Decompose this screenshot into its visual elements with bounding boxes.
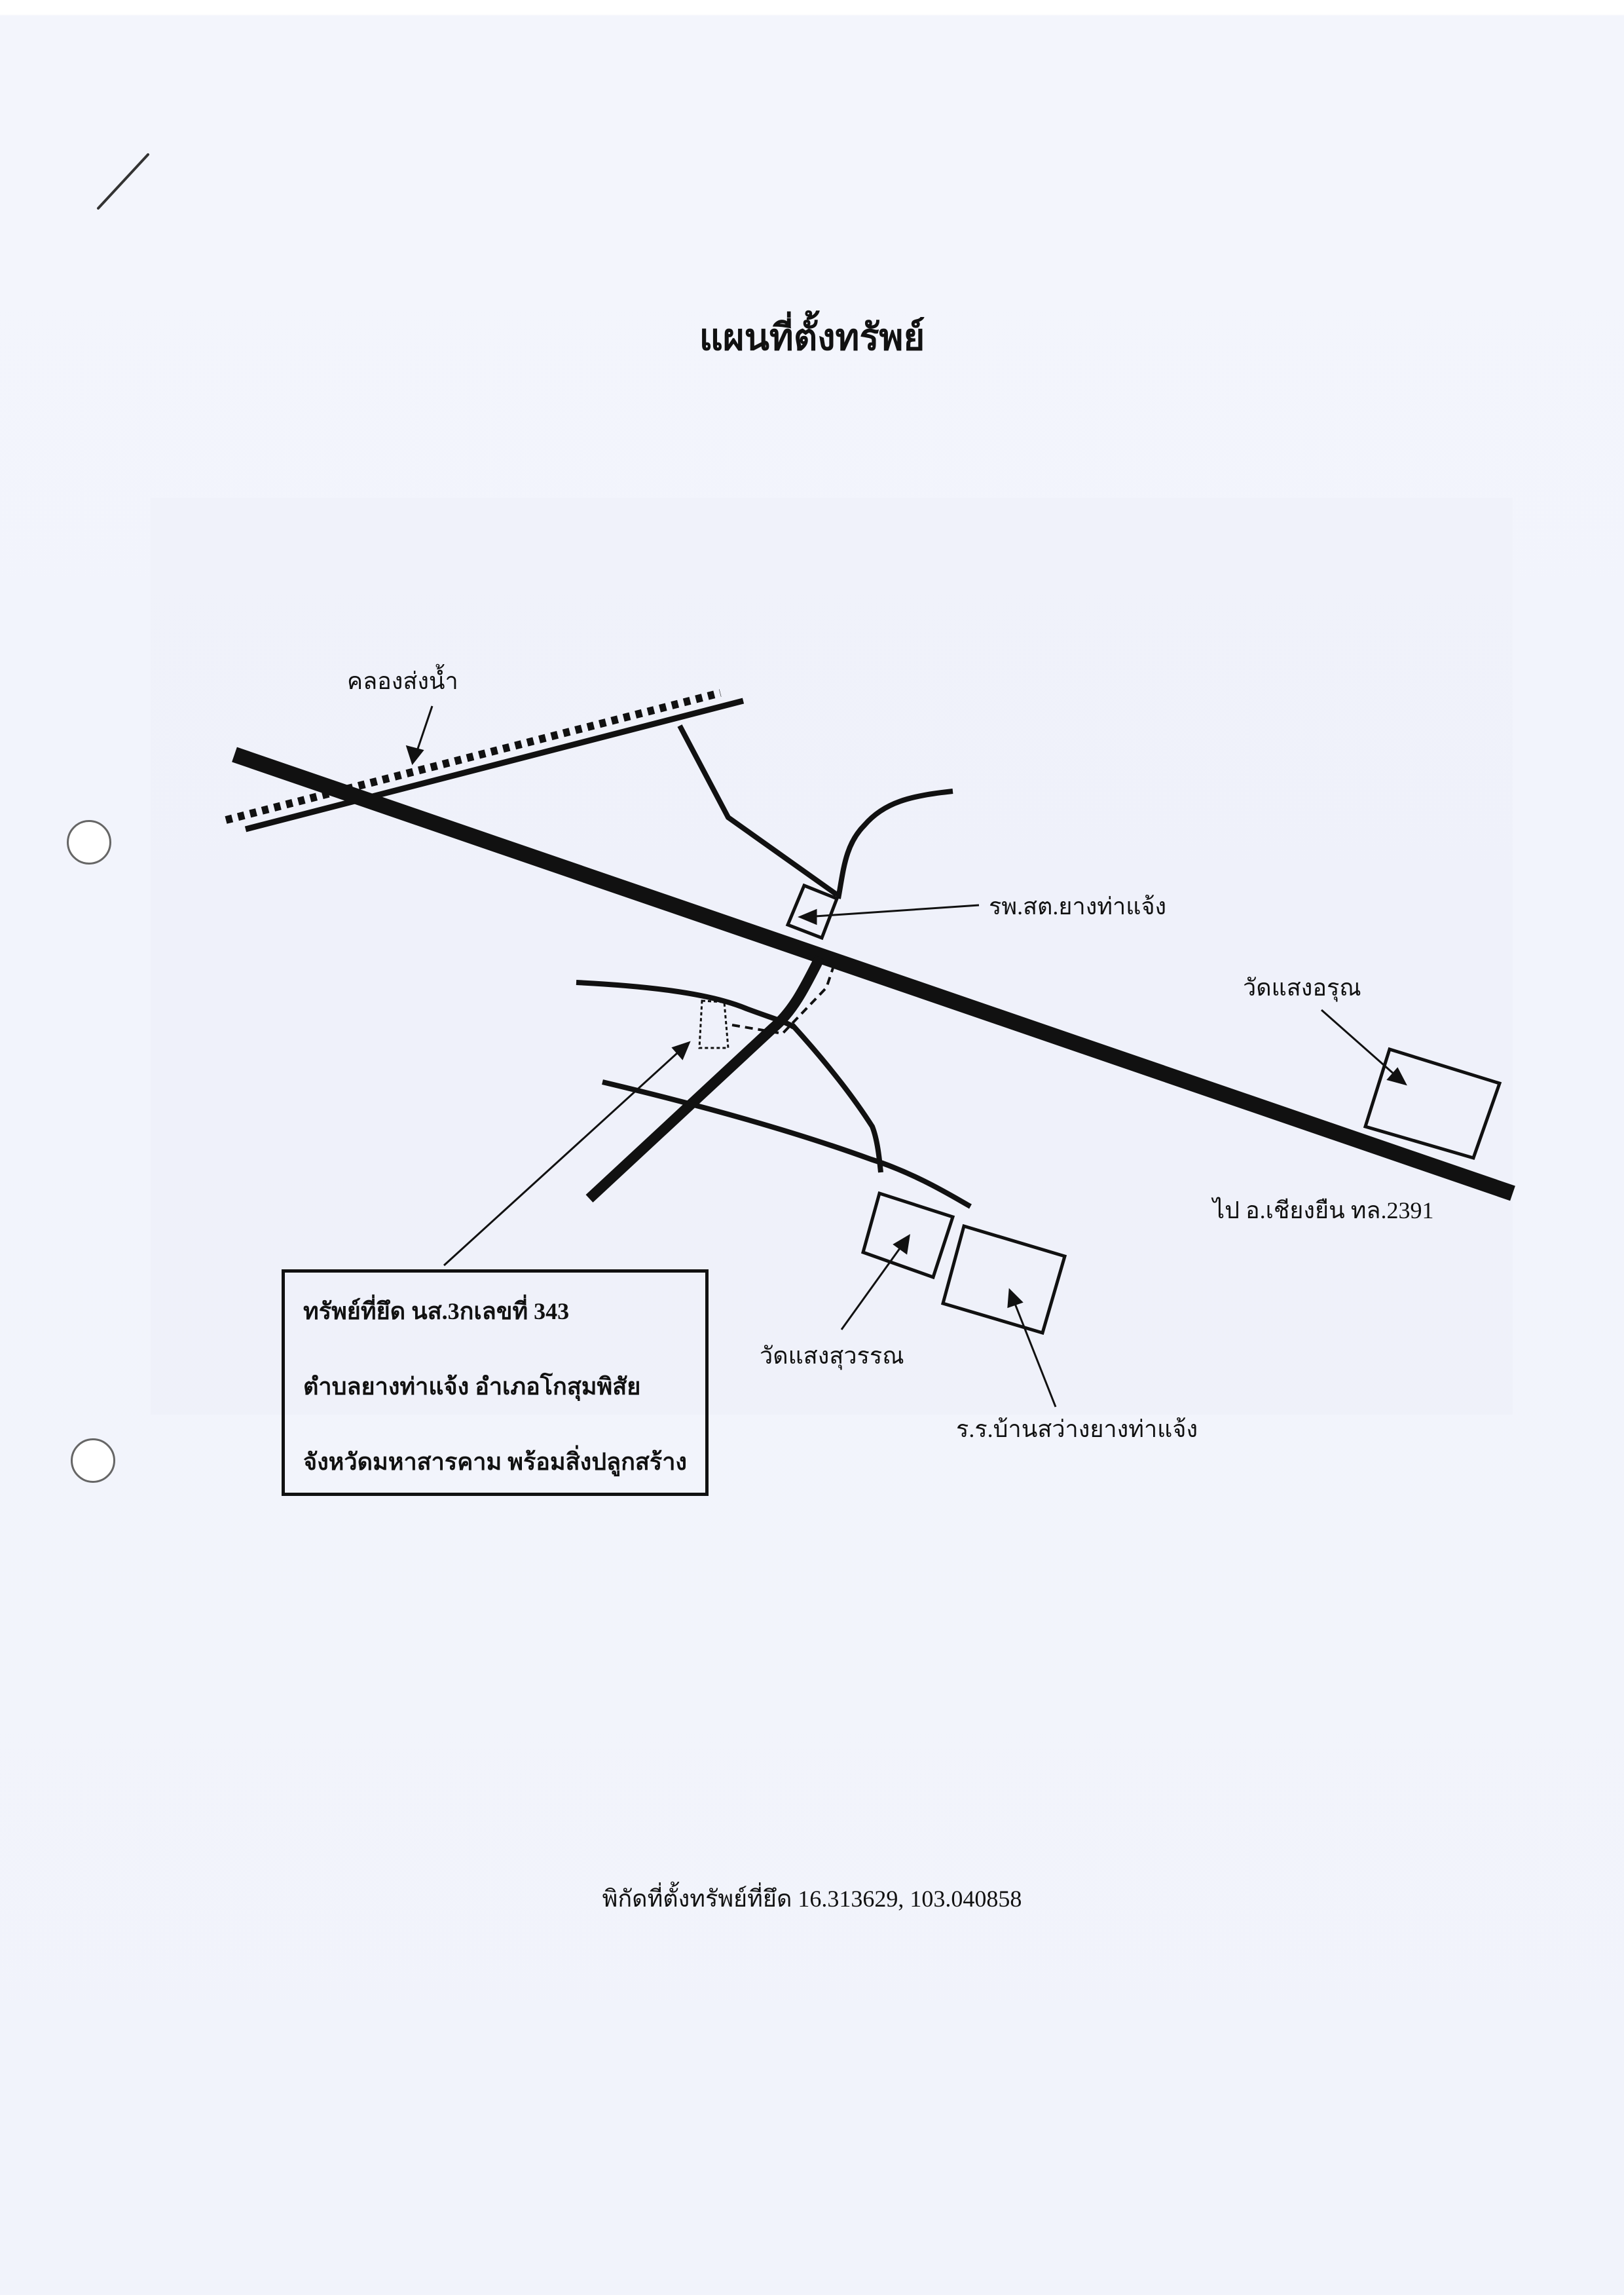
property-plot bbox=[698, 999, 729, 1049]
wat-saeng-suwan-box bbox=[860, 1191, 955, 1280]
arrow-wat-saeng-arun bbox=[1321, 1009, 1407, 1086]
punch-hole-bottom bbox=[71, 1438, 115, 1483]
label-wat-saeng-arun: วัดแสงอรุณ bbox=[1243, 975, 1361, 1001]
road-north-curve bbox=[836, 789, 953, 899]
pen-mark bbox=[97, 153, 149, 210]
road-north-branch bbox=[677, 724, 839, 897]
canal-line bbox=[225, 689, 722, 824]
property-info-line-1: ทรัพย์ที่ยึด นส.3กเลขที่ 343 bbox=[303, 1298, 570, 1324]
wat-saeng-arun-box bbox=[1363, 1047, 1502, 1161]
side-road-canal bbox=[244, 698, 745, 832]
arrow-school bbox=[1007, 1288, 1057, 1408]
access-path-dashed bbox=[731, 967, 834, 1036]
property-info-line-3: จังหวัดมหาสารคาม พร้อมสิ่งปลูกสร้าง bbox=[303, 1449, 688, 1475]
arrow-canal bbox=[405, 705, 434, 766]
label-school: ร.ร.บ้านสว่างยางท่าแจ้ง bbox=[956, 1416, 1198, 1442]
property-info-line-2: ตำบลยางท่าแจ้ง อำเภอโกสุมพิสัย bbox=[303, 1373, 641, 1400]
road-temple-branch bbox=[790, 1023, 883, 1173]
arrow-health-station bbox=[798, 904, 980, 925]
property-info-box: ทรัพย์ที่ยึด นส.3กเลขที่ 343 ตำบลยางท่าแ… bbox=[282, 1269, 709, 1496]
school-box bbox=[940, 1223, 1067, 1335]
arrow-property bbox=[443, 1041, 691, 1267]
road-south-main bbox=[585, 955, 825, 1203]
label-to-chiang-yuen: ไป อ.เชียงยืน ทล.2391 bbox=[1213, 1197, 1434, 1223]
coordinates-text: พิกัดที่ตั้งทรัพย์ที่ยึด 16.313629, 103.… bbox=[602, 1886, 1022, 1912]
road-west bbox=[576, 980, 796, 1030]
punch-hole-top bbox=[67, 820, 111, 865]
label-canal: คลองส่งน้ำ bbox=[347, 668, 458, 694]
page-title: แผนที่ตั้งทรัพย์ bbox=[699, 318, 925, 358]
road-lower bbox=[602, 1079, 972, 1209]
label-wat-saeng-suwan: วัดแสงสุวรรณ bbox=[760, 1343, 904, 1369]
arrow-wat-saeng-suwan bbox=[840, 1234, 910, 1330]
main-highway bbox=[232, 747, 1515, 1201]
label-health-station: รพ.สต.ยางท่าแจ้ง bbox=[989, 893, 1167, 920]
health-station-box bbox=[785, 883, 840, 941]
